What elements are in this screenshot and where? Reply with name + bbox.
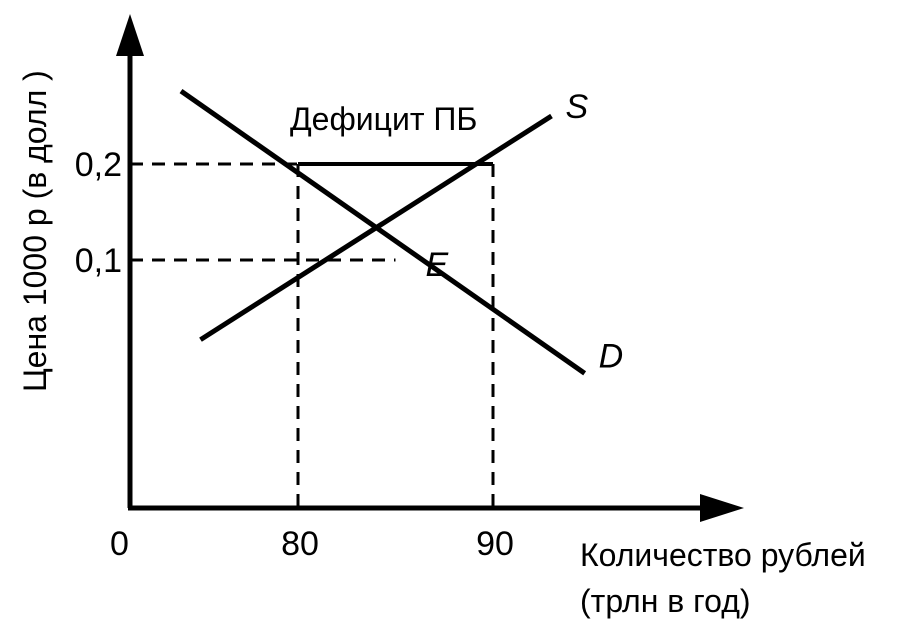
curves bbox=[179, 88, 587, 376]
x-axis-title-line2: (трлн в год) bbox=[580, 583, 751, 619]
equilibrium-label: E bbox=[426, 246, 449, 284]
x-axis-arrow bbox=[700, 494, 744, 522]
y-tick-label: 0,1 bbox=[75, 242, 122, 280]
y-tick-label: 0,2 bbox=[75, 146, 122, 184]
curve-label-D: D bbox=[599, 337, 624, 375]
y-axis-title: Цена 1000 р (в долл ) bbox=[17, 70, 53, 392]
y-axis-arrow bbox=[116, 14, 144, 56]
x-origin-label: 0 bbox=[110, 525, 129, 563]
x-axis-title-line1: Количество рублей bbox=[580, 537, 866, 573]
deficit-label: Дефицит ПБ bbox=[290, 101, 477, 137]
curve-label-S: S bbox=[566, 88, 589, 126]
curve-D bbox=[179, 88, 587, 376]
ticks: 0,1 0,2 80 90 bbox=[75, 146, 514, 563]
deficit-group: Дефицит ПБ bbox=[290, 101, 493, 166]
labels: S D E bbox=[426, 88, 624, 375]
guide-lines bbox=[130, 162, 495, 508]
x-tick-label: 90 bbox=[476, 525, 514, 563]
x-tick-label: 80 bbox=[281, 525, 319, 563]
